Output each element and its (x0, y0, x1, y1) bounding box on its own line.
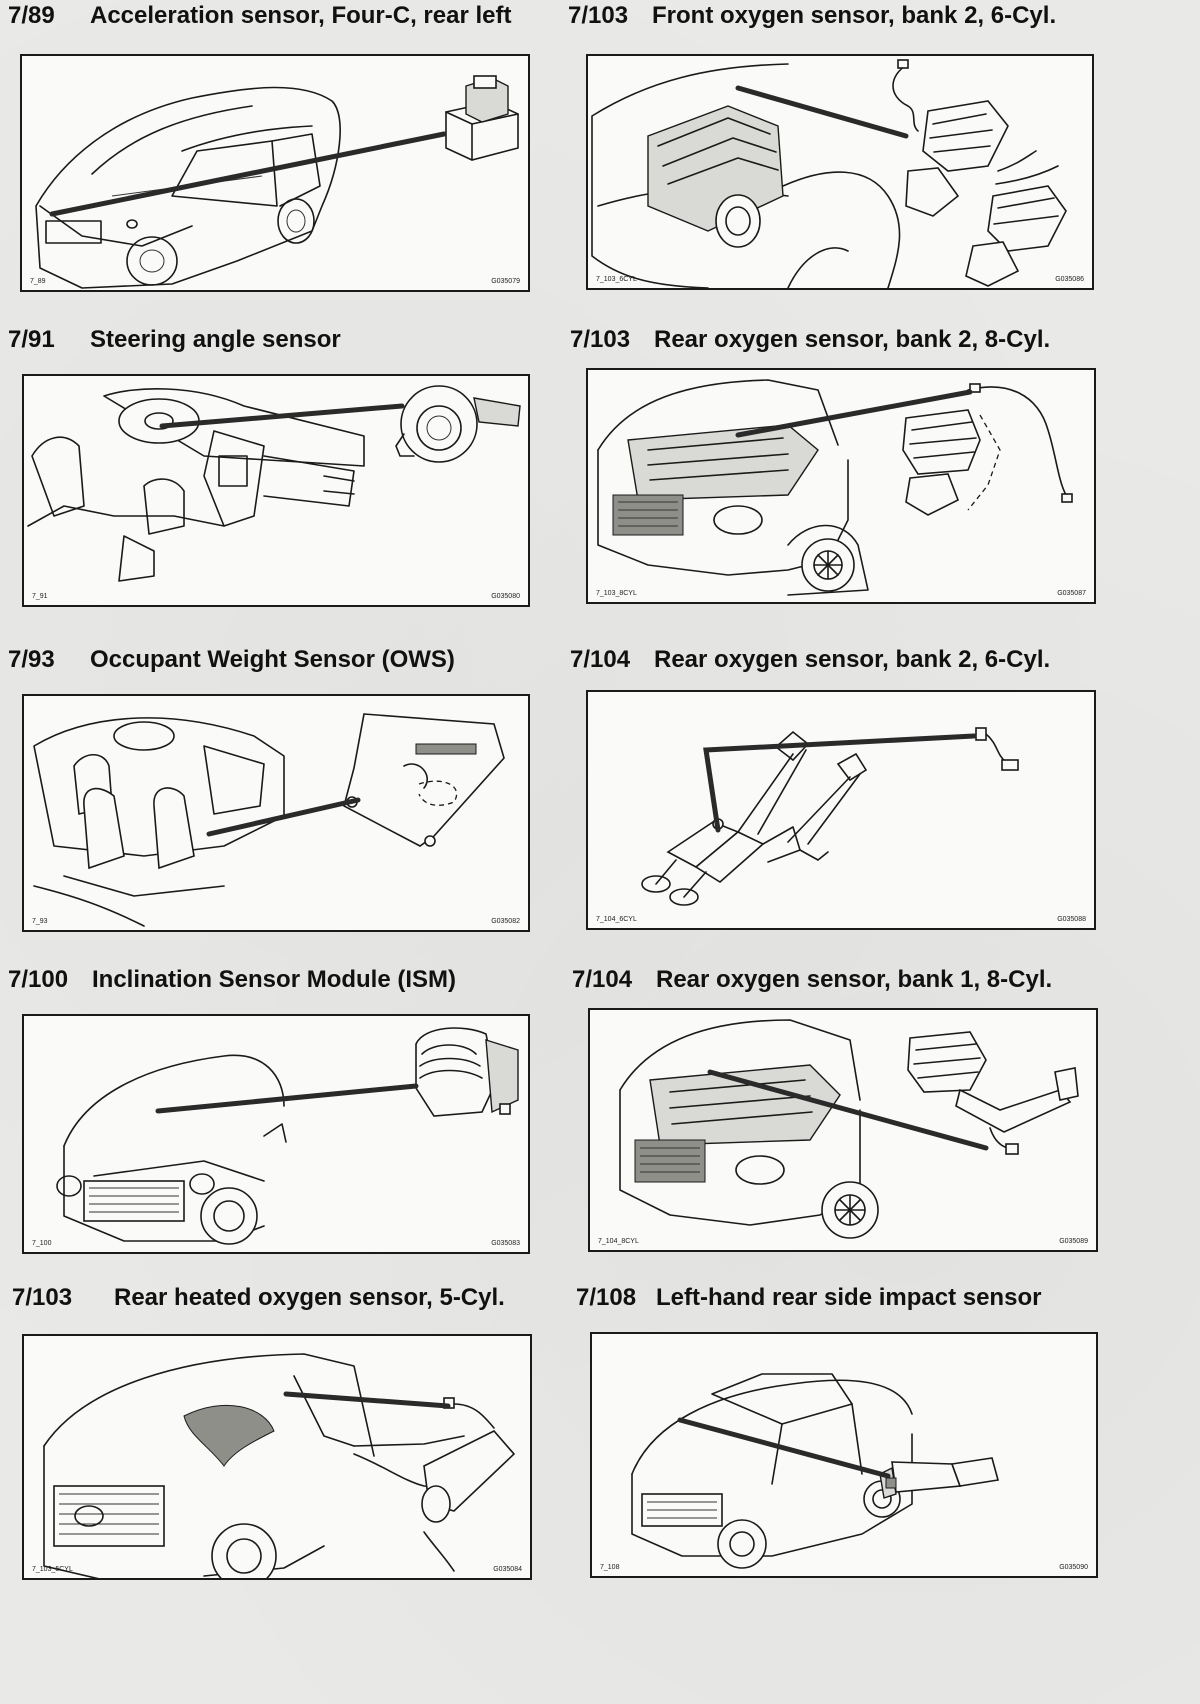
section-title: Left-hand rear side impact sensor (656, 1284, 1042, 1311)
section-rear-oxygen-sensor-bank2-8cyl: 7/103 Rear oxygen sensor, bank 2, 8-Cyl.… (570, 324, 1200, 672)
section-code: 7/103 (570, 326, 631, 353)
figure-image-id: 7_89 (30, 278, 46, 285)
section-title-row: 7/108 Left-hand rear side impact sensor (576, 1284, 1041, 1312)
section-title: Rear oxygen sensor, bank 2, 8-Cyl. (654, 326, 1051, 353)
section-title-row: 7/100 Inclination Sensor Module (ISM) (8, 966, 456, 994)
section-code: 7/100 (8, 966, 69, 993)
figure-image-id: 7_108 (600, 1564, 620, 1571)
section-title: Rear oxygen sensor, bank 2, 6-Cyl. (654, 646, 1051, 673)
figure-number: G035090 (1059, 1564, 1088, 1571)
figure-number: G035080 (491, 593, 520, 600)
section-title-row: 7/103 Rear oxygen sensor, bank 2, 8-Cyl. (570, 326, 1050, 354)
suv-engine-bank1-illustration (619, 1019, 1079, 1239)
figure-rear-oxygen-sensor-bank2-6cyl: 7_104_6CYL G035088 (586, 690, 1096, 930)
section-title: Acceleration sensor, Four-C, rear left (90, 2, 512, 29)
figure-rear-oxygen-sensor-bank2-8cyl: 7_103_8CYL G035087 (586, 368, 1096, 604)
sedan-exhaust-illustration (43, 1353, 516, 1578)
convertible-illustration (631, 1373, 1000, 1569)
section-title: Inclination Sensor Module (ISM) (92, 966, 457, 993)
figure-image-id: 7_103_6CYL (596, 276, 637, 283)
section-title-row: 7/103 Front oxygen sensor, bank 2, 6-Cyl… (568, 2, 1056, 30)
section-title-row: 7/91 Steering angle sensor (8, 326, 341, 354)
section-occupant-weight-sensor: 7/93 Occupant Weight Sensor (OWS) 7_93 G… (0, 644, 600, 992)
section-title-row: 7/104 Rear oxygen sensor, bank 1, 8-Cyl. (572, 966, 1052, 994)
figure-number: G035088 (1057, 916, 1086, 923)
sedan-illustration (56, 1027, 519, 1245)
section-rear-oxygen-sensor-bank2-6cyl: 7/104 Rear oxygen sensor, bank 2, 6-Cyl.… (570, 644, 1200, 992)
figure-acceleration-sensor: 7_89 G035079 (20, 54, 530, 292)
figure-image-id: 7_104_6CYL (596, 916, 637, 923)
figure-image-id: 7_100 (32, 1240, 52, 1247)
figure-image-id: 7_93 (32, 918, 48, 925)
figure-rear-oxygen-sensor-bank1-8cyl: 7_104_8CYL G035089 (588, 1008, 1098, 1252)
figure-number: G035086 (1055, 276, 1084, 283)
figure-image-id: 7_104_8CYL (598, 1238, 639, 1245)
section-code: 7/103 (12, 1284, 73, 1311)
figure-image-id: 7_103_8CYL (596, 590, 637, 597)
dashboard-illustration (27, 385, 521, 582)
suv-engine-illustration (597, 379, 1073, 596)
figure-front-oxygen-sensor-6cyl: 7_103_6CYL G035086 (586, 54, 1094, 290)
figure-number: G035079 (491, 278, 520, 285)
figure-number: G035087 (1057, 590, 1086, 597)
section-code: 7/104 (570, 646, 631, 673)
figure-number: G035083 (491, 1240, 520, 1247)
section-acceleration-sensor: 7/89 Acceleration sensor, Four-C, rear l… (0, 0, 600, 348)
section-rear-heated-oxygen-sensor-5cyl: 7/103 Rear heated oxygen sensor, 5-Cyl. … (0, 1282, 600, 1630)
section-inclination-sensor-module: 7/100 Inclination Sensor Module (ISM) 7_… (0, 964, 600, 1312)
figure-rear-heated-oxygen-sensor-5cyl: 7_103_5CYL G035084 (22, 1334, 532, 1580)
car-illustration (35, 75, 519, 289)
figure-image-id: 7_91 (32, 593, 48, 600)
section-code: 7/89 (8, 2, 55, 29)
section-title: Rear oxygen sensor, bank 1, 8-Cyl. (656, 966, 1053, 993)
section-rear-oxygen-sensor-bank1-8cyl: 7/104 Rear oxygen sensor, bank 1, 8-Cyl.… (572, 964, 1200, 1312)
section-code: 7/93 (8, 646, 55, 673)
figure-inclination-sensor-module: 7_100 G035083 (22, 1014, 530, 1254)
section-code: 7/91 (8, 326, 55, 353)
section-code: 7/108 (576, 1284, 637, 1311)
figure-image-id: 7_103_5CYL (32, 1566, 73, 1573)
figure-left-rear-side-impact-sensor: 7_108 G035090 (590, 1332, 1098, 1578)
figure-steering-angle-sensor: 7_91 G035080 (22, 374, 530, 607)
section-title-row: 7/89 Acceleration sensor, Four-C, rear l… (8, 2, 511, 30)
section-left-rear-side-impact-sensor: 7/108 Left-hand rear side impact sensor … (576, 1282, 1200, 1630)
seat-illustration (33, 713, 505, 927)
section-title: Front oxygen sensor, bank 2, 6-Cyl. (652, 2, 1057, 29)
section-title: Steering angle sensor (90, 326, 341, 353)
section-steering-angle-sensor: 7/91 Steering angle sensor 7_91 G035080 (0, 324, 600, 672)
section-title: Occupant Weight Sensor (OWS) (90, 646, 455, 673)
engine-illustration (591, 59, 1067, 288)
section-title-row: 7/104 Rear oxygen sensor, bank 2, 6-Cyl. (570, 646, 1050, 674)
section-title-row: 7/93 Occupant Weight Sensor (OWS) (8, 646, 455, 674)
section-title: Rear heated oxygen sensor, 5-Cyl. (114, 1284, 505, 1311)
section-code: 7/104 (572, 966, 633, 993)
section-title-row: 7/103 Rear heated oxygen sensor, 5-Cyl. (12, 1284, 505, 1312)
exhaust-illustration (641, 727, 1019, 906)
figure-number: G035082 (491, 918, 520, 925)
figure-occupant-weight-sensor: 7_93 G035082 (22, 694, 530, 932)
section-front-oxygen-sensor-6cyl: 7/103 Front oxygen sensor, bank 2, 6-Cyl… (568, 0, 1200, 348)
section-code: 7/103 (568, 2, 629, 29)
figure-number: G035089 (1059, 1238, 1088, 1245)
figure-number: G035084 (493, 1566, 522, 1573)
